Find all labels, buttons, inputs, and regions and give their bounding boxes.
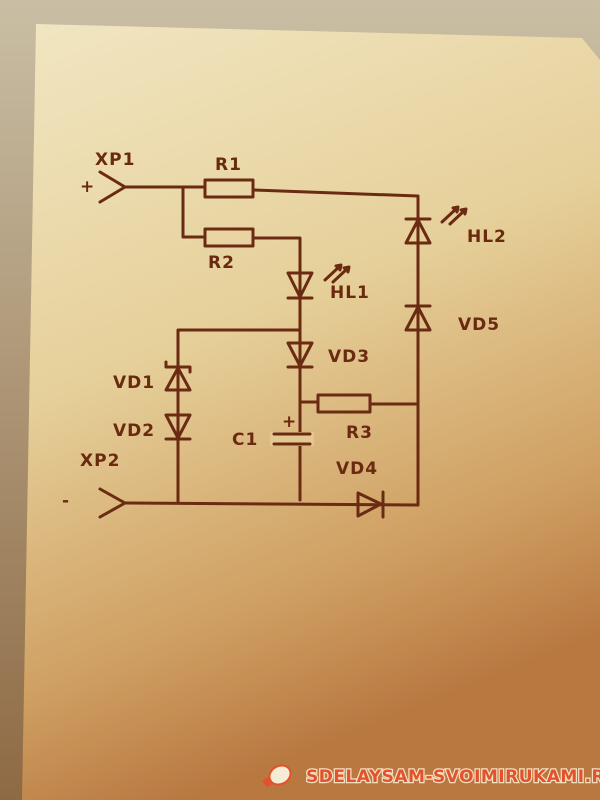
resistor-r2 [203, 227, 255, 248]
diode-vd4 [356, 490, 385, 519]
r3-label: R3 [346, 423, 373, 443]
diode-vd2 [164, 413, 192, 441]
led-hl1 [286, 263, 351, 300]
hl2-label: HL2 [467, 227, 507, 247]
watermark-text: SDELAYSAM-SVOIMIRUKAMI.RU [306, 767, 600, 787]
vd2-label: VD2 [113, 421, 155, 441]
lightbulb-icon [262, 764, 292, 788]
xp2-label: XP2 [80, 451, 120, 471]
vd3-label: VD3 [328, 347, 370, 367]
c1-label: C1 [232, 430, 258, 450]
zener-diode-vd1 [164, 360, 192, 392]
watermark: SDELAYSAM-SVOIMIRUKAMI.RU [262, 764, 600, 788]
c1-polarity: + [282, 412, 297, 432]
xp1-connector [98, 170, 127, 204]
resistor-r3 [316, 393, 372, 414]
vd5-label: VD5 [458, 315, 500, 335]
xp1-polarity: + [80, 177, 95, 197]
vd1-label: VD1 [113, 373, 155, 393]
vd4-label: VD4 [336, 459, 378, 479]
xp1-label: XP1 [95, 150, 135, 170]
r2-label: R2 [208, 253, 235, 273]
resistor-r1 [203, 178, 255, 199]
capacitor-c1 [270, 432, 314, 446]
paper-sheet [22, 24, 600, 800]
led-hl2 [404, 205, 468, 245]
xp2-polarity: - [62, 491, 70, 511]
xp2-connector [98, 487, 127, 519]
r1-label: R1 [215, 155, 242, 175]
diode-vd3 [286, 341, 314, 369]
diode-vd5 [404, 304, 432, 332]
wires [123, 185, 420, 507]
hl1-label: HL1 [330, 283, 370, 303]
